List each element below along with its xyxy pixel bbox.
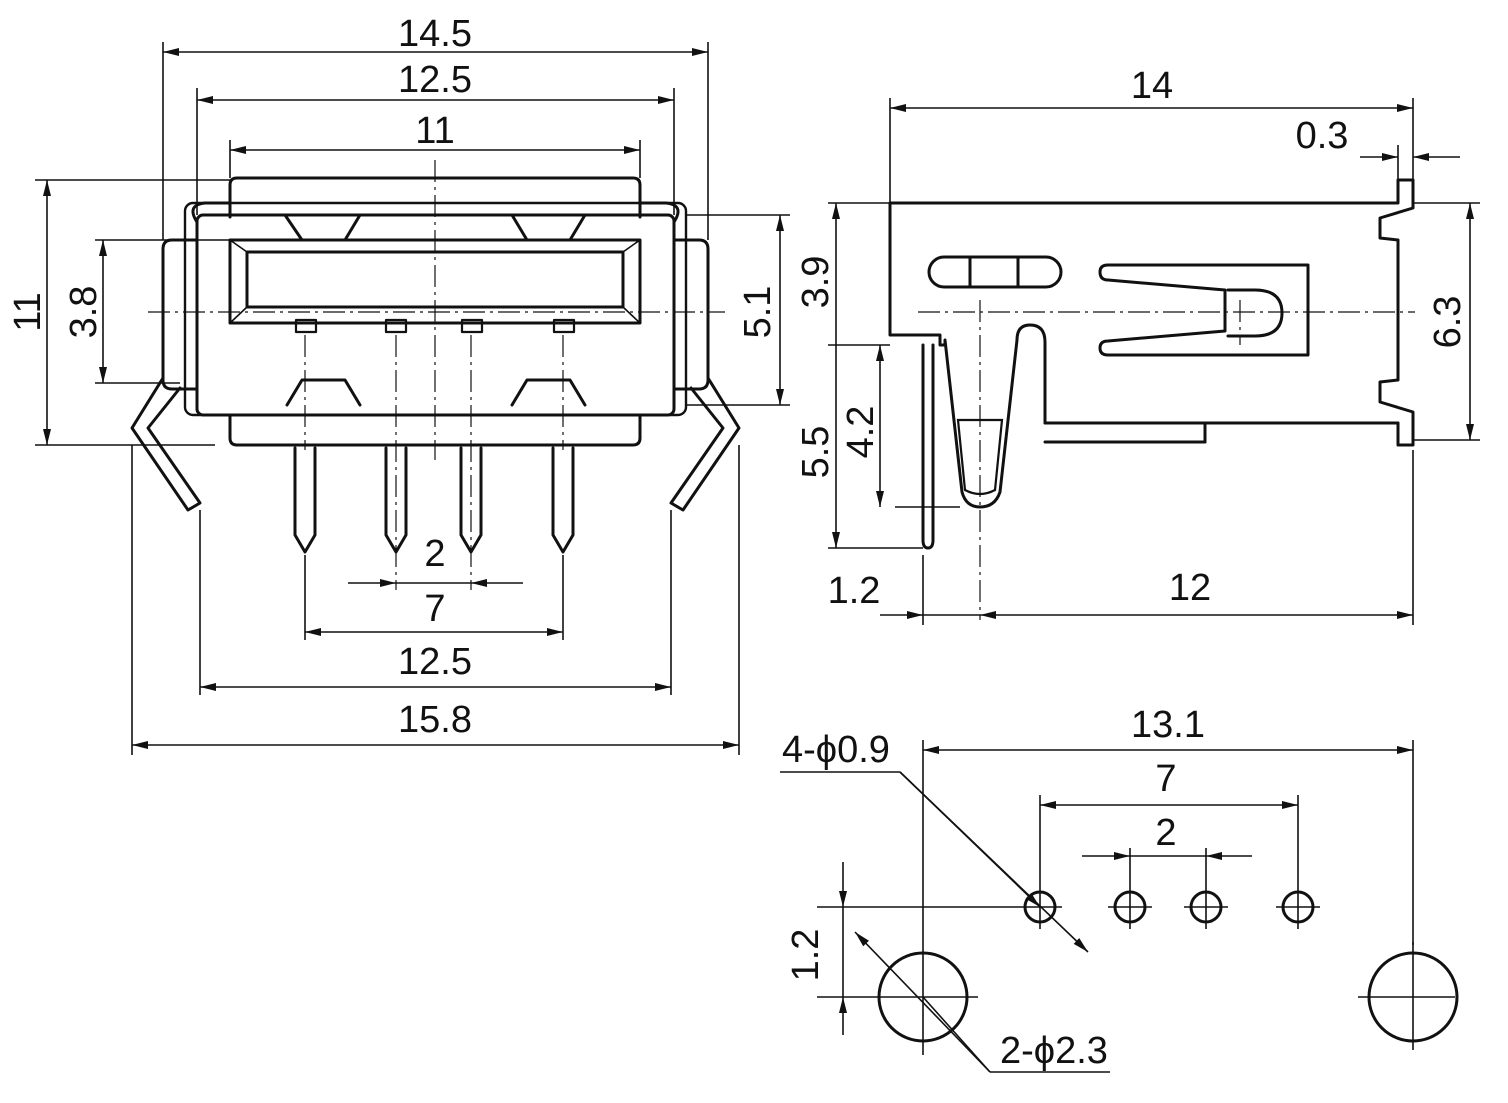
front-view: 14.5 12.5 11 11 3.8 5.1 2 7 12.5 15.8 [7, 13, 790, 755]
dim-height-11: 11 [7, 292, 49, 331]
dim-pitch-2: 2 [424, 533, 445, 575]
dim-height-5-5: 5.5 [795, 426, 837, 479]
label-holes-large: 2-ϕ2.3 [1000, 1030, 1108, 1072]
dim-length-13-1: 13.1 [1131, 704, 1205, 746]
dim-span-7: 7 [424, 588, 445, 630]
dim-height-6-3: 6.3 [1427, 296, 1469, 349]
dim-height-3-9: 3.9 [795, 256, 837, 309]
footprint-view: 13.1 4-ϕ0.9 7 2 1.2 2-ϕ2.3 [780, 704, 1459, 1073]
dim-width-11: 11 [415, 110, 454, 152]
dim-width-12-5-top: 12.5 [398, 59, 472, 101]
dim-length-12: 12 [1169, 567, 1211, 609]
dim-width-15-8: 15.8 [398, 699, 472, 741]
dim-height-3-8: 3.8 [63, 286, 105, 339]
side-view: 14 0.3 3.9 4.2 5.5 6.3 1.2 12 [795, 65, 1480, 625]
dim-span-7-footprint: 7 [1155, 758, 1176, 800]
dim-thickness-0-3: 0.3 [1296, 115, 1349, 157]
dim-width-14-5: 14.5 [398, 13, 472, 55]
dim-length-14: 14 [1131, 65, 1173, 107]
dim-offset-1-2: 1.2 [785, 929, 827, 982]
dim-height-4-2: 4.2 [840, 406, 882, 459]
label-holes-small: 4-ϕ0.9 [782, 729, 890, 771]
dim-length-1-2: 1.2 [828, 570, 881, 612]
dim-height-5-1: 5.1 [737, 286, 779, 339]
dim-pitch-2-footprint: 2 [1155, 812, 1176, 854]
dim-width-12-5-bottom: 12.5 [398, 641, 472, 683]
